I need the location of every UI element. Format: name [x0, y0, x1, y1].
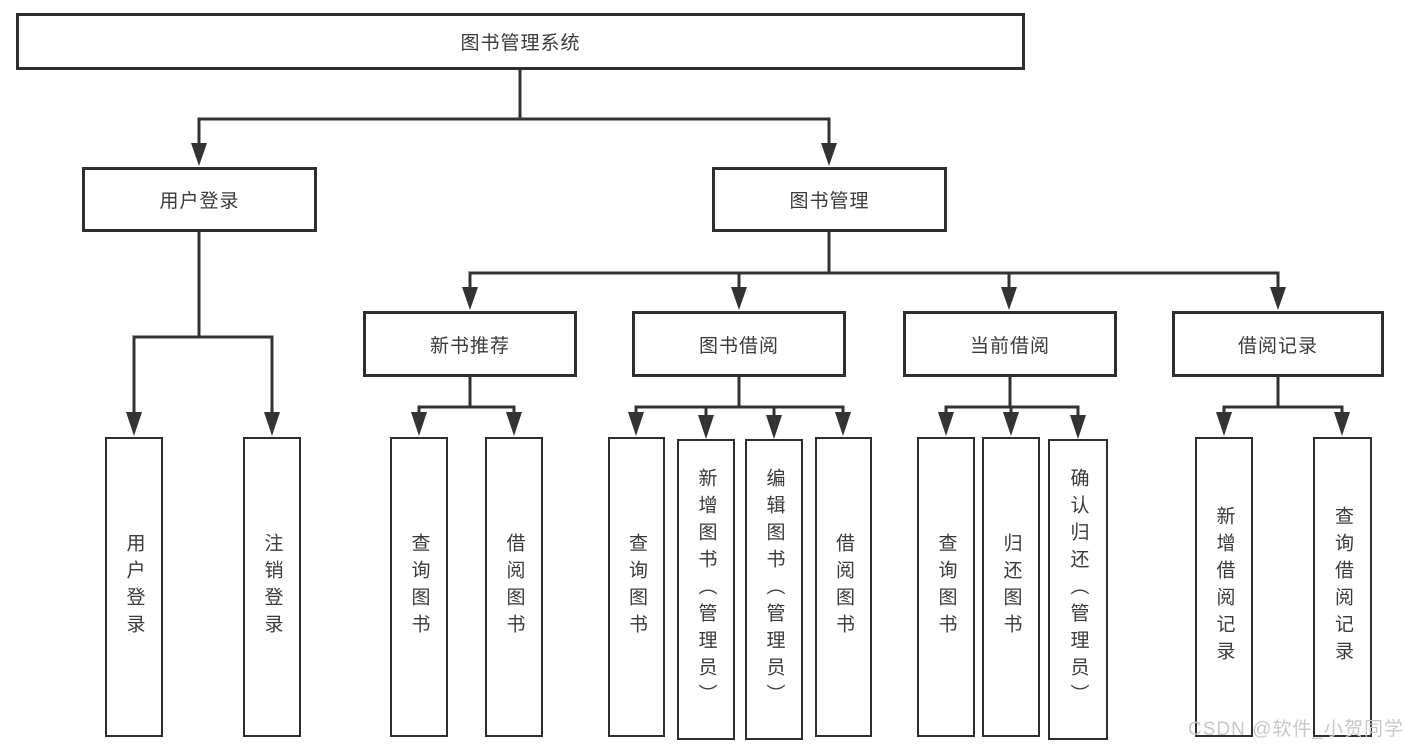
- leaf-query-books-2: 查询图书: [608, 437, 665, 737]
- node-book-management-label: 图书管理: [789, 191, 870, 212]
- node-user-login-label: 用户登录: [159, 191, 240, 212]
- leaf-add-book-admin-label: 新增图书（管理员）: [695, 468, 717, 711]
- leaf-borrow-books-2: 借阅图书: [815, 437, 872, 737]
- csdn-watermark: CSDN @软件_小贺同学: [1188, 719, 1404, 740]
- leaf-add-borrow-record: 新增借阅记录: [1195, 437, 1253, 737]
- leaf-add-borrow-record-label: 新增借阅记录: [1213, 506, 1235, 668]
- node-book-management: 图书管理: [712, 167, 947, 232]
- node-current-borrowing-label: 当前借阅: [969, 335, 1050, 357]
- leaf-query-borrow-record: 查询借阅记录: [1313, 437, 1372, 737]
- leaf-query-books-2-label: 查询图书: [626, 533, 647, 641]
- leaf-logout-login: 注销登录: [243, 437, 301, 737]
- leaf-borrow-books-1-label: 借阅图书: [503, 533, 525, 641]
- arrowheads: [126, 143, 1350, 439]
- leaf-query-books-1-label: 查询图书: [408, 533, 430, 641]
- leaf-confirm-return-admin-label: 确认归还（管理员）: [1067, 468, 1089, 711]
- leaf-query-books-3: 查询图书: [917, 437, 975, 737]
- leaf-confirm-return-admin: 确认归还（管理员）: [1048, 439, 1108, 740]
- leaf-edit-book-admin-label: 编辑图书（管理员）: [763, 468, 785, 711]
- node-new-book-recommend-label: 新书推荐: [429, 335, 510, 357]
- leaf-user-login-label: 用户登录: [123, 533, 145, 641]
- node-new-book-recommend: 新书推荐: [363, 311, 577, 377]
- node-book-borrowing-label: 图书借阅: [698, 335, 779, 357]
- leaf-edit-book-admin: 编辑图书（管理员）: [745, 439, 803, 740]
- node-borrowing-records-label: 借阅记录: [1237, 335, 1318, 357]
- leaf-query-borrow-record-label: 查询借阅记录: [1332, 506, 1353, 668]
- leaf-logout-login-label: 注销登录: [261, 533, 283, 641]
- leaf-add-book-admin: 新增图书（管理员）: [677, 439, 735, 740]
- leaf-query-books-3-label: 查询图书: [935, 533, 957, 641]
- leaf-borrow-books-2-label: 借阅图书: [833, 533, 854, 641]
- leaf-user-login: 用户登录: [105, 437, 163, 737]
- node-book-borrowing: 图书借阅: [632, 311, 846, 377]
- leaf-borrow-books-1: 借阅图书: [485, 437, 543, 737]
- node-user-login: 用户登录: [82, 167, 317, 232]
- leaf-return-books: 归还图书: [982, 437, 1040, 737]
- node-current-borrowing: 当前借阅: [903, 311, 1117, 377]
- leaf-query-books-1: 查询图书: [390, 437, 448, 737]
- node-root-label: 图书管理系统: [460, 33, 581, 54]
- leaf-return-books-label: 归还图书: [1000, 533, 1022, 641]
- node-borrowing-records: 借阅记录: [1172, 311, 1384, 377]
- node-root: 图书管理系统: [16, 13, 1025, 70]
